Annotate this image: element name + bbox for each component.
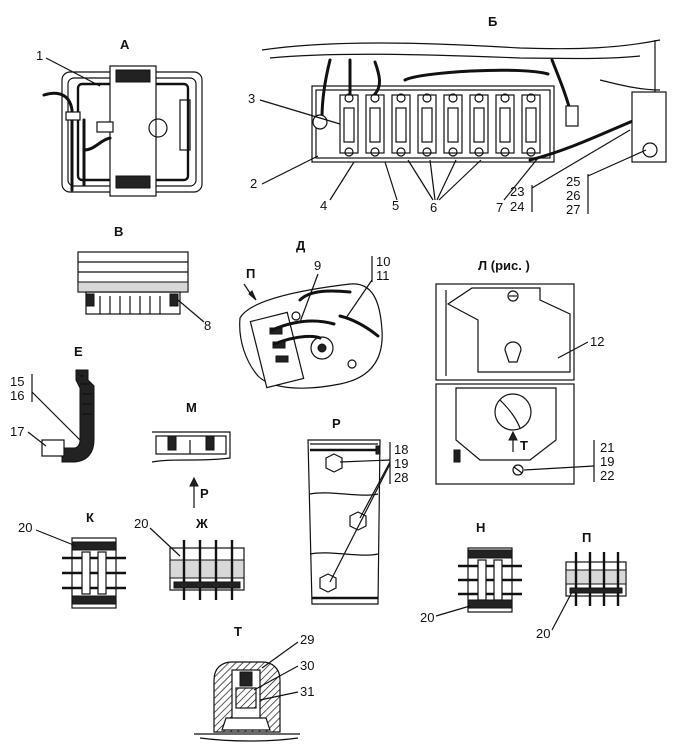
svg-text:30: 30 xyxy=(300,658,314,673)
svg-text:22: 22 xyxy=(600,468,614,483)
callout-20-n: 20 xyxy=(420,605,471,625)
svg-text:17: 17 xyxy=(10,424,24,439)
callout-21-19-22: 21 19 22 xyxy=(523,440,614,483)
view-a: А 1 xyxy=(36,37,203,197)
svg-text:6: 6 xyxy=(430,200,437,215)
svg-text:19: 19 xyxy=(600,454,614,469)
svg-text:20: 20 xyxy=(18,520,32,535)
svg-text:11: 11 xyxy=(376,268,390,283)
view-d: Д П 9 10 11 xyxy=(239,238,390,389)
svg-text:24: 24 xyxy=(510,199,524,214)
view-r: Р 18 19 28 xyxy=(307,416,408,605)
view-r-label: Р xyxy=(332,416,341,431)
svg-text:20: 20 xyxy=(536,626,550,641)
view-b-label: Б xyxy=(488,14,497,29)
callout-29: 29 xyxy=(261,632,314,669)
callout-7: 7 xyxy=(496,157,539,215)
svg-text:15: 15 xyxy=(10,374,24,389)
view-l-label: Л (рис. ) xyxy=(478,258,530,273)
callout-1: 1 xyxy=(36,48,101,87)
callout-10-11: 10 11 xyxy=(345,254,390,319)
view-l: Л (рис. ) Т 12 21 19 22 xyxy=(435,258,614,485)
view-zh-label: Ж xyxy=(195,516,208,531)
view-zh: Ж 20 xyxy=(134,516,245,600)
callout-3: 3 xyxy=(248,91,341,125)
view-n: Н 20 xyxy=(420,520,522,625)
svg-text:19: 19 xyxy=(394,456,408,471)
svg-text:31: 31 xyxy=(300,684,314,699)
view-p-label: П xyxy=(582,530,591,545)
arrow-t-label: Т xyxy=(520,438,528,453)
callout-9: 9 xyxy=(299,258,321,323)
svg-text:23: 23 xyxy=(510,184,524,199)
callout-4: 4 xyxy=(320,161,355,213)
view-k-label: К xyxy=(86,510,94,525)
svg-text:18: 18 xyxy=(394,442,408,457)
svg-text:21: 21 xyxy=(600,440,614,455)
callout-30: 30 xyxy=(253,658,314,691)
svg-text:1: 1 xyxy=(36,48,43,63)
svg-text:29: 29 xyxy=(300,632,314,647)
callout-25-27: 25 26 27 xyxy=(566,149,647,217)
svg-text:20: 20 xyxy=(420,610,434,625)
svg-text:3: 3 xyxy=(248,91,255,106)
callout-20-p: 20 xyxy=(536,591,573,641)
callout-23-24: 23 24 xyxy=(510,129,631,214)
svg-text:26: 26 xyxy=(566,188,580,203)
svg-text:25: 25 xyxy=(566,174,580,189)
svg-text:16: 16 xyxy=(10,388,24,403)
svg-text:20: 20 xyxy=(134,516,148,531)
callout-20-zh: 20 xyxy=(134,516,181,557)
svg-text:5: 5 xyxy=(392,198,399,213)
svg-text:9: 9 xyxy=(314,258,321,273)
view-v-label: В xyxy=(114,224,123,239)
view-e: Е 15 16 17 xyxy=(10,344,95,463)
svg-text:28: 28 xyxy=(394,470,408,485)
view-m-label: М xyxy=(186,400,197,415)
callout-17: 17 xyxy=(10,424,47,447)
arrow-r-label: Р xyxy=(200,486,209,501)
svg-text:7: 7 xyxy=(496,200,503,215)
view-p: П 20 xyxy=(536,530,627,641)
view-n-label: Н xyxy=(476,520,485,535)
view-k: К 20 xyxy=(18,510,126,609)
callout-12: 12 xyxy=(557,334,604,359)
arrow-p-label: П xyxy=(246,266,255,281)
view-t: Т 29 30 31 xyxy=(194,624,314,742)
svg-text:27: 27 xyxy=(566,202,580,217)
callout-20-k: 20 xyxy=(18,520,77,547)
callout-8: 8 xyxy=(177,299,211,333)
callout-2: 2 xyxy=(250,155,319,191)
view-v: В 8 xyxy=(77,224,211,333)
callout-5: 5 xyxy=(384,161,399,213)
view-b: Б xyxy=(248,14,667,217)
view-d-label: Д xyxy=(296,238,306,253)
callout-15-16: 15 16 xyxy=(10,374,81,441)
svg-text:4: 4 xyxy=(320,198,327,213)
svg-text:10: 10 xyxy=(376,254,390,269)
callout-6: 6 xyxy=(407,159,482,215)
callout-18-19-28: 18 19 28 xyxy=(329,442,408,583)
view-m: М Р xyxy=(151,400,231,508)
callout-31: 31 xyxy=(259,684,314,701)
view-a-label: А xyxy=(120,37,130,52)
view-t-label: Т xyxy=(234,624,242,639)
view-e-label: Е xyxy=(74,344,83,359)
svg-text:8: 8 xyxy=(204,318,211,333)
fuse-holders xyxy=(339,93,541,157)
svg-text:2: 2 xyxy=(250,176,257,191)
svg-text:12: 12 xyxy=(590,334,604,349)
